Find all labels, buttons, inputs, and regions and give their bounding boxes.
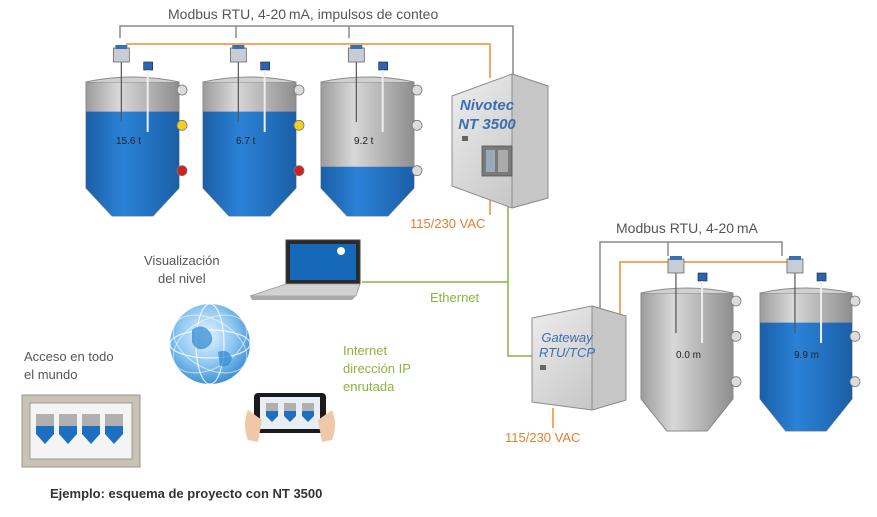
top-silo-3	[320, 45, 423, 217]
laptop-icon	[249, 239, 361, 300]
right-silo-2-value: 9.9 m	[794, 350, 820, 361]
visualization-label-line2: del nivel	[157, 271, 206, 286]
access-label: Acceso en todo el mundo	[24, 348, 114, 384]
access-label-line2: el mundo	[24, 367, 78, 382]
wall-indicator-icon	[849, 376, 861, 388]
right-silo-2	[759, 256, 861, 432]
wall-indicator-icon	[849, 330, 861, 342]
controller-title-line1: Nivotec	[459, 97, 515, 114]
right-hand-icon	[318, 410, 335, 442]
right-bus-label: Modbus RTU, 4-20 mA	[616, 220, 758, 236]
tablet-icon	[245, 393, 335, 442]
switch-sensor-icon	[260, 61, 270, 71]
switch-sensor-icon	[378, 61, 388, 71]
silo-fill-level	[86, 111, 179, 216]
wall-indicator-icon	[849, 295, 861, 307]
visualization-label: Visualización del nivel	[144, 252, 220, 288]
gateway-box	[531, 305, 627, 411]
silo-fill-level	[760, 322, 852, 431]
visualization-label-line1: Visualización	[144, 253, 220, 268]
nivotec-controller-box	[451, 73, 549, 209]
internet-label-line1: Internet	[343, 343, 388, 358]
right-silo-1-value: 0.0 m	[676, 350, 702, 361]
wall-indicator-icon	[176, 119, 188, 131]
wall-indicator-icon	[730, 330, 742, 342]
globe-icon	[169, 303, 251, 385]
right-silo-group	[640, 256, 861, 432]
wall-indicator-icon	[293, 119, 305, 131]
level-sensor-head-icon	[786, 258, 804, 274]
right-bus-wiring	[552, 241, 790, 428]
right-silo-1	[640, 256, 742, 432]
internet-label-line2: dirección IP	[343, 361, 411, 376]
gateway-title-line1: Gateway	[541, 330, 593, 345]
gateway-title: Gateway RTU/TCP	[534, 330, 600, 360]
top-silo-2-value: 6.7 t	[236, 136, 256, 147]
internet-label-line3: enrutada	[343, 379, 395, 394]
level-sensor-head-icon	[112, 47, 130, 63]
top-bus-label: Modbus RTU, 4-20 mA, impulsos de conteo	[168, 6, 439, 22]
level-sensor-head-icon	[347, 47, 365, 63]
ethernet-label: Ethernet	[430, 290, 480, 305]
wall-indicator-icon	[411, 84, 423, 96]
top-bus-wiring	[119, 25, 514, 215]
controller-title-line2: NT 3500	[458, 116, 516, 133]
wall-indicator-icon	[411, 119, 423, 131]
switch-sensor-icon	[816, 272, 827, 282]
top-silo-1-value: 15.6 t	[116, 136, 142, 147]
ethernet-wiring	[362, 198, 532, 357]
gateway-power-label: 115/230 VAC	[505, 430, 581, 445]
top-silo-1	[85, 45, 188, 217]
top-silo-3-value: 9.2 t	[354, 136, 374, 147]
wall-indicator-icon	[730, 295, 742, 307]
wall-indicator-icon	[176, 165, 188, 177]
switch-sensor-icon	[143, 61, 153, 71]
monitor-panel-icon	[21, 394, 141, 468]
access-label-line1: Acceso en todo	[24, 349, 114, 364]
controller-power-label: 115/230 VAC	[410, 216, 486, 231]
gateway-title-line2: RTU/TCP	[538, 345, 596, 360]
switch-sensor-icon	[697, 272, 708, 282]
figure-caption: Ejemplo: esquema de proyecto con NT 3500	[50, 486, 323, 501]
controller-title: Nivotec NT 3500	[452, 96, 522, 134]
top-silo-2	[202, 45, 305, 217]
wall-indicator-icon	[293, 165, 305, 177]
wall-indicator-icon	[411, 165, 423, 177]
left-hand-icon	[245, 410, 262, 442]
top-silo-group	[85, 45, 423, 217]
level-sensor-head-icon	[667, 258, 685, 274]
silo-fill-level	[321, 166, 414, 216]
silo-fill-level	[203, 111, 296, 216]
wall-indicator-icon	[176, 84, 188, 96]
wall-indicator-icon	[293, 84, 305, 96]
level-sensor-head-icon	[229, 47, 247, 63]
wall-indicator-icon	[730, 376, 742, 388]
internet-label: Internet dirección IP enrutada	[343, 342, 411, 396]
